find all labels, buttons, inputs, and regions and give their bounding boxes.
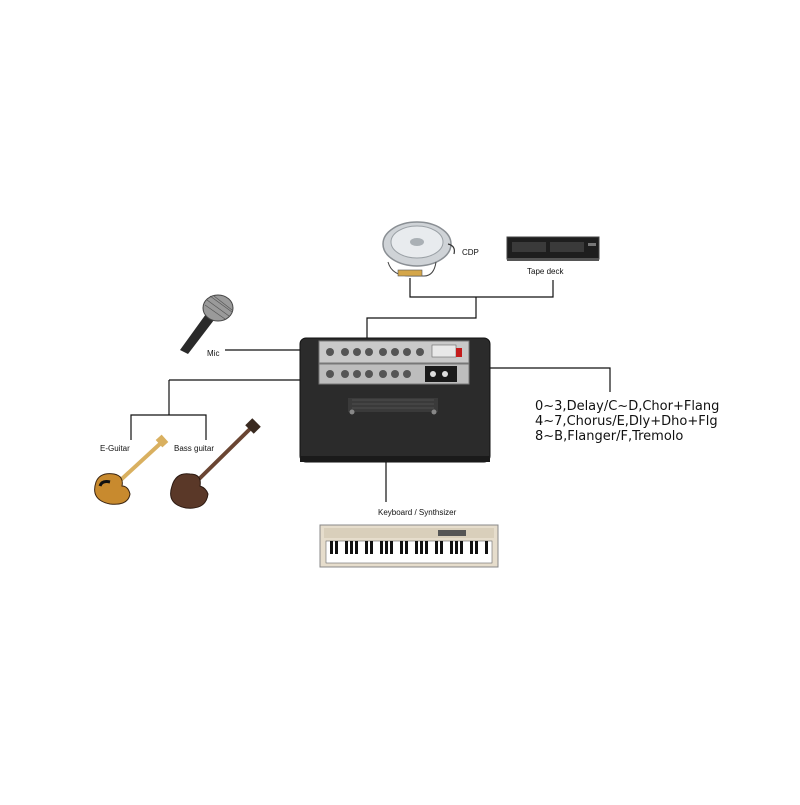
- black-key: [435, 541, 438, 554]
- black-key: [415, 541, 418, 554]
- amplifier-icon: [299, 337, 491, 463]
- electric-guitar-icon: [94, 434, 169, 505]
- source-to-amp-line: [366, 297, 477, 348]
- black-key: [390, 541, 393, 554]
- black-key: [460, 541, 463, 554]
- effects-legend: 0~3,Delay/C~D,Chor+Flang 4~7,Chorus/E,Dl…: [535, 399, 719, 444]
- effects-line-1: 0~3,Delay/C~D,Chor+Flang: [535, 399, 720, 414]
- black-key: [475, 541, 478, 554]
- tape-deck-icon: [506, 236, 600, 261]
- cdp-label: CDP: [462, 248, 479, 257]
- keyboard-icon: [319, 524, 499, 568]
- black-key: [485, 541, 488, 554]
- keyboard-label: Keyboard / Synthsizer: [378, 508, 457, 517]
- effects-line-3: 8~B,Flanger/F,Tremolo: [535, 429, 684, 444]
- tape-deck-label: Tape deck: [527, 267, 564, 276]
- black-key: [345, 541, 348, 554]
- black-key: [425, 541, 428, 554]
- keyboard-keys: [330, 541, 488, 554]
- e-guitar-label: E-Guitar: [100, 444, 130, 453]
- black-key: [335, 541, 338, 554]
- black-key: [380, 541, 383, 554]
- cdp-tape-line: [409, 278, 554, 298]
- cd-player-icon: [382, 221, 455, 277]
- black-key: [450, 541, 453, 554]
- black-key: [330, 541, 333, 554]
- black-key: [455, 541, 458, 554]
- black-key: [370, 541, 373, 554]
- microphone-icon: [180, 294, 234, 354]
- bass-guitar-label: Bass guitar: [174, 444, 215, 453]
- effects-line-2: 4~7,Chorus/E,Dly+Dho+Flg: [535, 414, 718, 429]
- black-key: [470, 541, 473, 554]
- mic-label: Mic: [207, 349, 220, 358]
- black-key: [440, 541, 443, 554]
- black-key: [365, 541, 368, 554]
- guitar-split-line: [130, 414, 207, 440]
- black-key: [420, 541, 423, 554]
- black-key: [405, 541, 408, 554]
- black-key: [355, 541, 358, 554]
- effects-line: [455, 367, 611, 392]
- black-key: [350, 541, 353, 554]
- black-key: [385, 541, 388, 554]
- black-key: [400, 541, 403, 554]
- bass-guitar-icon: [170, 418, 261, 509]
